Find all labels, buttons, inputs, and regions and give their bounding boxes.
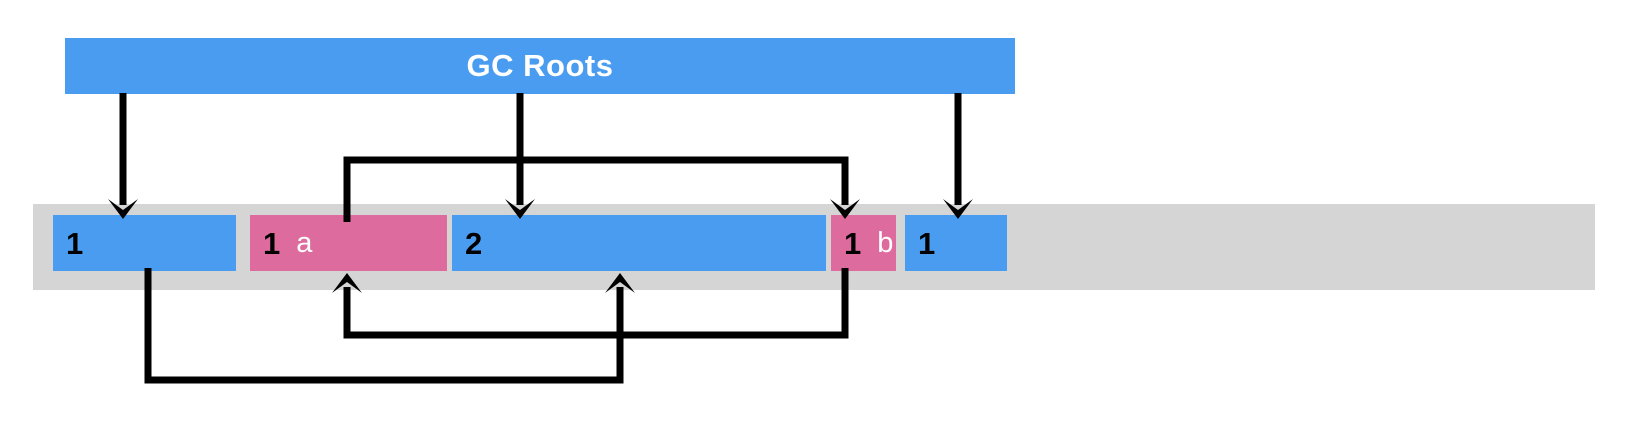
heap-block-0: 1 [53, 215, 236, 271]
heap-block-2: 2 [452, 215, 826, 271]
reference-count-0: 1 [66, 225, 84, 261]
reference-a-to-b-top-arrowhead [830, 199, 860, 219]
object-label-a: a [296, 226, 313, 259]
reference-block0-to-block2-line [144, 268, 624, 384]
object-label-b: b [877, 226, 894, 259]
gc-roots-bar: GC Roots [65, 38, 1015, 94]
reference-count-2: 2 [465, 225, 483, 261]
heap-block-4: 1 [905, 215, 1007, 271]
reference-count-3: 1 [844, 225, 862, 261]
gc-roots-label: GC Roots [466, 48, 614, 83]
reference-b-to-a-bottom [332, 268, 849, 339]
gc-root-arrow-to-block-0-arrowhead [108, 199, 138, 219]
gc-root-arrow-to-block-2-arrowhead [505, 199, 535, 219]
reference-block0-to-block2-arrowhead [605, 273, 635, 293]
reference-b-to-a-bottom-arrowhead [332, 273, 362, 293]
reference-a-to-b-top [343, 156, 860, 222]
gc-root-arrow-to-block-4 [943, 93, 973, 219]
reference-a-to-b-top-line [343, 156, 849, 222]
reference-count-4: 1 [918, 225, 936, 261]
gc-root-arrow-to-block-0 [108, 93, 138, 219]
gc-root-arrow-to-block-4-arrowhead [943, 199, 973, 219]
reference-count-1: 1 [263, 225, 281, 261]
reference-block0-to-block2 [144, 268, 635, 384]
reference-b-to-a-bottom-line [343, 268, 849, 339]
gc-root-arrow-to-block-2 [505, 93, 535, 219]
